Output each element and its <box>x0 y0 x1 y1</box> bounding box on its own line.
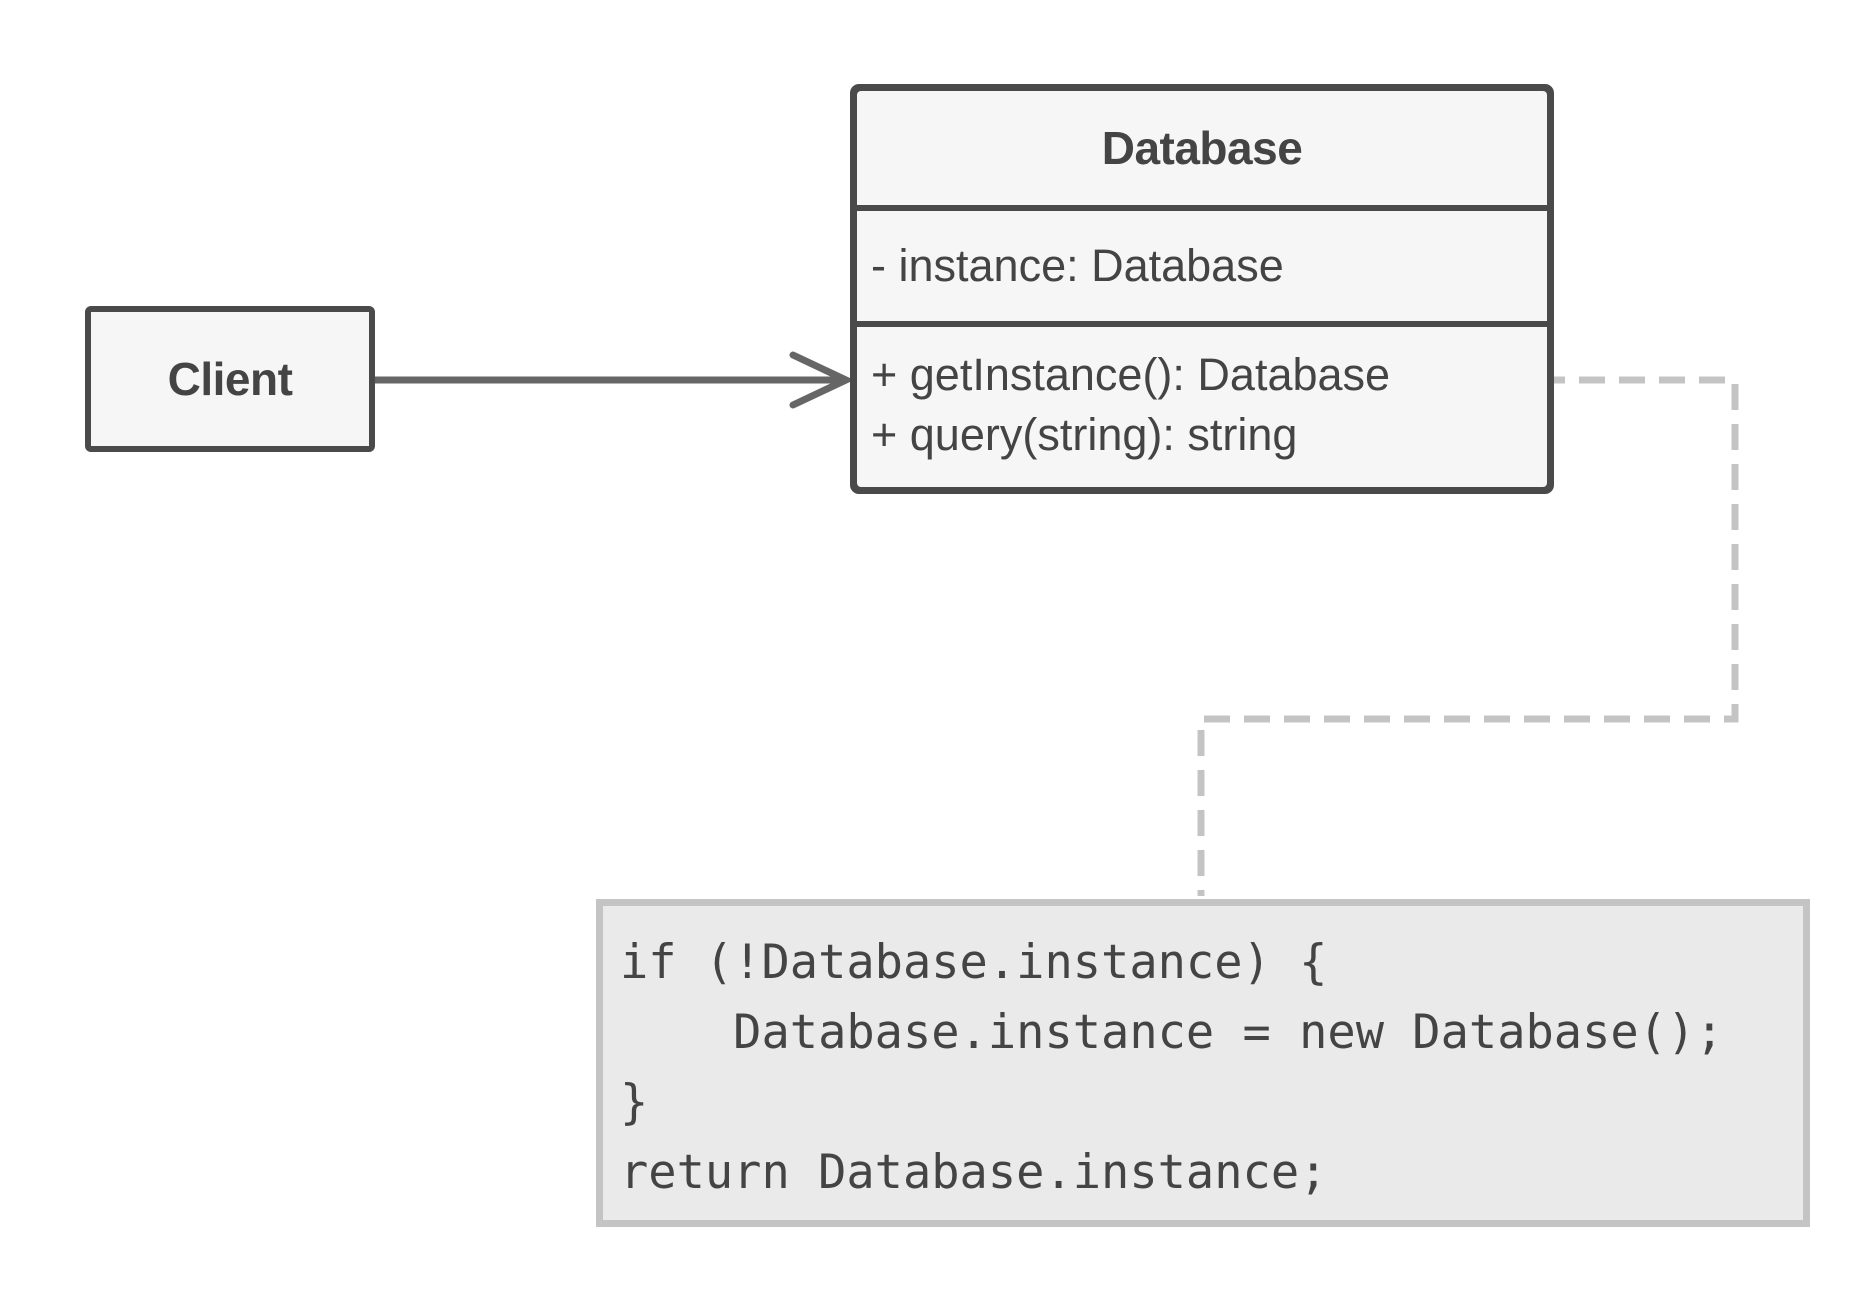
database-class-header: Database <box>857 91 1547 205</box>
code-line: return Database.instance; <box>620 1145 1328 1200</box>
client-class-box: Client <box>85 306 375 452</box>
code-line: } <box>620 1075 649 1130</box>
database-attributes-section: - instance: Database <box>857 211 1547 321</box>
method-get-instance: + getInstance(): Database <box>871 349 1391 400</box>
code-line: Database.instance = new Database(); <box>620 1005 1724 1060</box>
code-note: if (!Database.instance) { Database.insta… <box>596 899 1810 1227</box>
attribute-instance: - instance: Database <box>871 240 1284 291</box>
method-query: + query(string): string <box>871 409 1298 460</box>
code-line: if (!Database.instance) { <box>620 935 1328 990</box>
client-class-name: Client <box>167 353 293 405</box>
database-class-box: Database - instance: Database + getInsta… <box>850 84 1554 494</box>
note-link-dashed-line <box>1197 376 1739 896</box>
database-class-name: Database <box>1101 122 1303 174</box>
association-arrowhead <box>789 351 855 409</box>
database-methods-section: + getInstance(): Database + query(string… <box>857 327 1547 487</box>
